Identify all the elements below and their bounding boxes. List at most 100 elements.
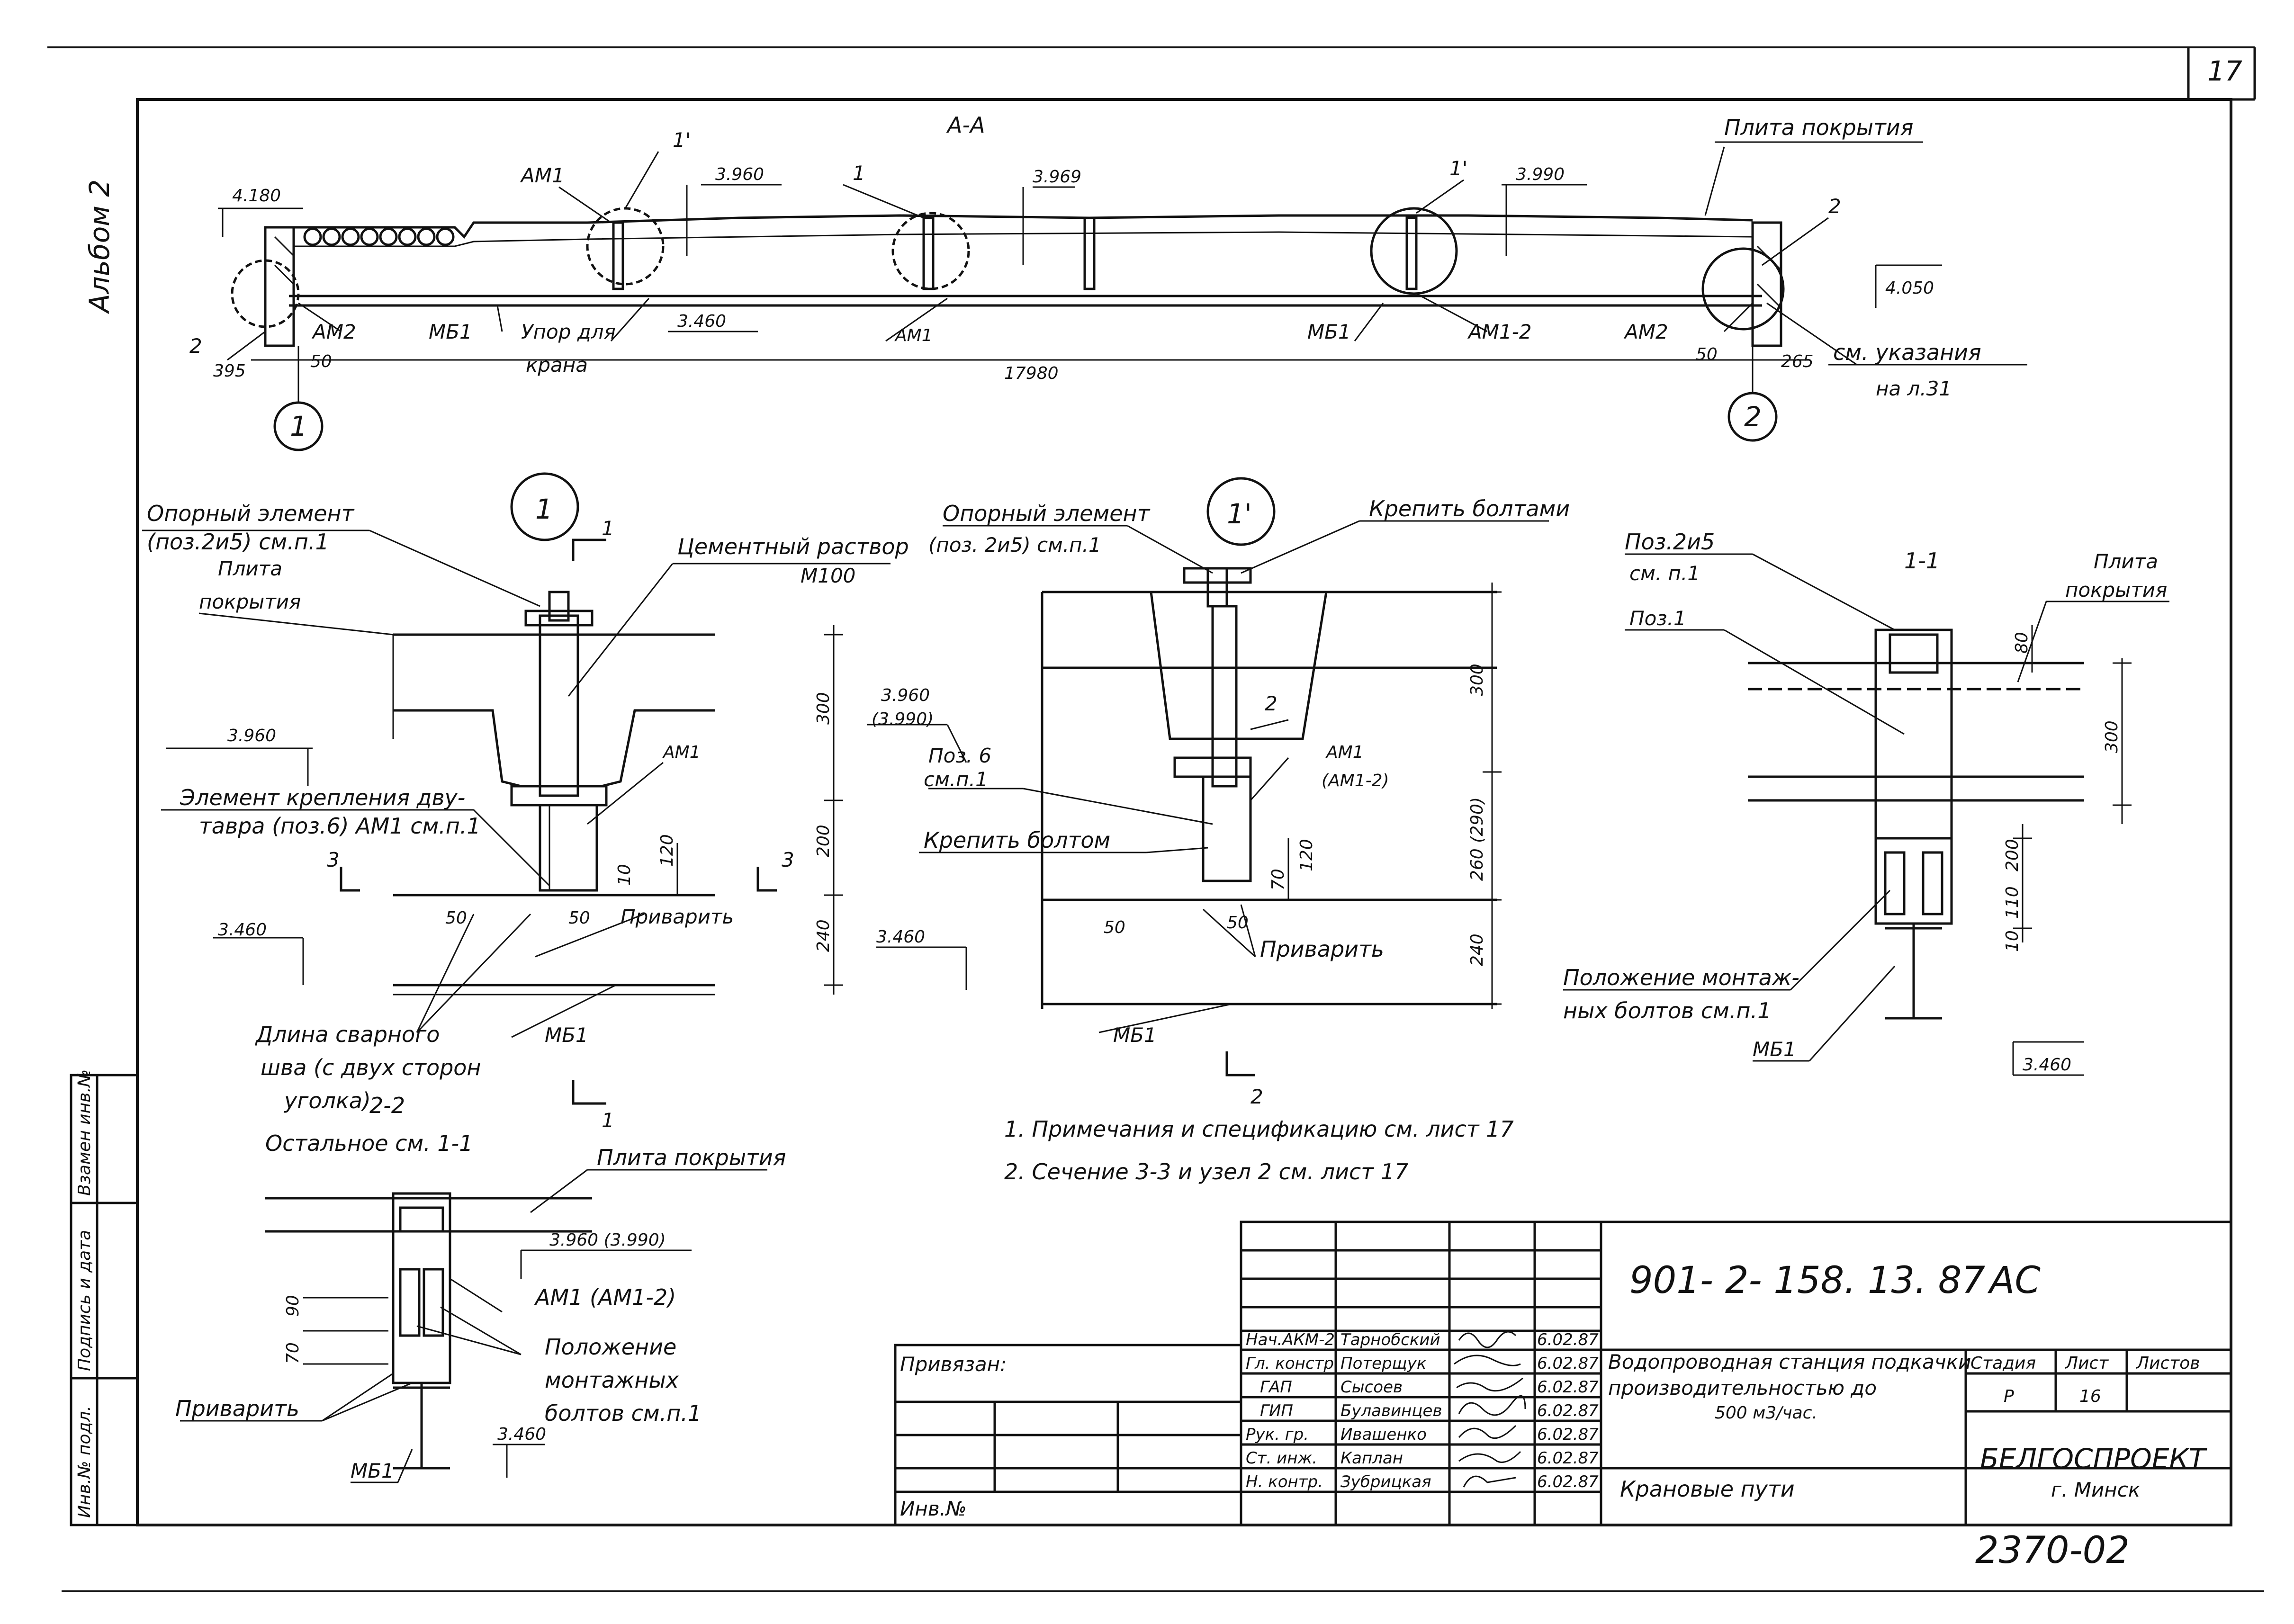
node1-cut-top: 1 [602,517,614,540]
s22-d90: 90 [283,1295,303,1317]
aa-e3460: 3.460 [677,312,726,331]
sign-date: 6.02.87 [1537,1425,1599,1444]
aa-d50: 50 [310,352,332,371]
node1p-d300: 300 [1467,664,1487,696]
node1p-id: 1' [1227,498,1252,530]
s11-d110: 110 [2003,886,2022,919]
section-1-1: 1-1 Поз.2и5 см. п.1 Поз.1 Плита покрытия… [1563,529,2169,1076]
node1-dlina-2: шва (с двух сторон [261,1055,481,1080]
sheet-number: 17 [2207,55,2242,87]
node1p-am12: (АМ1-2) [1322,771,1389,790]
s22-polozh-1: Положение [545,1334,676,1360]
node1-opor-2: (поз.2и5) см.п.1 [147,529,329,555]
s11-e3460: 3.460 [2023,1055,2071,1075]
s11-d300: 300 [2102,720,2122,753]
s11-title: 1-1 [1904,548,1940,574]
stamp-col-replace: Взамен инв.№ [75,1069,94,1196]
aa-am2-a: АМ2 [311,320,356,343]
node1-plita-2: покрытия [199,590,301,613]
s11-d80: 80 [2012,632,2032,654]
node1-d200: 200 [814,825,833,857]
aa-plita: Плита покрытия [1724,115,1913,140]
node1-cut-3a: 3 [327,848,340,871]
sign-date: 6.02.87 [1537,1354,1599,1373]
stamp-col-inv: Инв.№ подл. [75,1406,94,1518]
s22-polozh-3: болтов см.п.1 [545,1400,702,1426]
doc-code: 901- 2- 158. 13. 87 [1629,1259,1985,1302]
sign-role: ГАП [1260,1378,1292,1397]
aa-e3990: 3.990 [1516,165,1565,184]
node1-elem-2: тавра (поз.6) АМ1 см.п.1 [199,813,481,839]
aa-e3969: 3.969 [1033,167,1081,187]
node1-cut-bot: 1 [602,1109,614,1132]
aa-see-2: на л.31 [1876,377,1952,400]
aa-d395: 395 [213,361,246,381]
s11-mb1: МБ1 [1753,1038,1796,1061]
node1-opor-1: Опорный элемент [147,501,355,526]
s22-mb1: МБ1 [351,1459,394,1482]
node1-d240: 240 [814,919,833,952]
left-stamp-columns [70,1074,139,1526]
node1p-d70: 70 [1268,869,1288,890]
privyazan-inv: Инв.№ [900,1497,967,1520]
note-1: 1. Примечания и спецификацию см. лист 17 [1004,1116,1514,1142]
aa-upor-1: Упор для [521,320,616,343]
sign-role: Н. контр. [1246,1472,1323,1491]
s22-polozh-2: монтажных [545,1367,679,1393]
node1-cement-1: Цементный раствор [677,534,909,559]
project-name-3: 500 м3/час. [1715,1403,1817,1423]
node1-privarit: Приварить [621,905,734,928]
node1-e3460: 3.460 [218,920,267,940]
section-aa-title: А-А [946,112,985,138]
stadia-value: Р [2004,1387,2014,1406]
s22-e3460: 3.460 [497,1425,546,1444]
s11-poz25-2: см. п.1 [1629,562,1700,585]
privyazan-label: Привязан: [900,1353,1007,1376]
note-2: 2. Сечение 3-3 и узел 2 см. лист 17 [1004,1159,1408,1184]
s22-title: 2-2 [369,1093,405,1118]
aa-d50b: 50 [1696,345,1718,364]
sign-name: Зубрицкая [1340,1472,1431,1491]
s11-polozh-2: ных болтов см.п.1 [1563,998,1771,1023]
doc-mark: АС [1987,1259,2041,1302]
aa-mb1-a: МБ1 [429,320,472,343]
sheet-title: Крановые пути [1620,1476,1795,1502]
node1-cement-2: М100 [801,564,855,587]
s22-e3960: 3.960 (3.990) [549,1230,666,1250]
list-header: Лист [2064,1354,2109,1373]
s11-poz25-1: Поз.2и5 [1625,529,1715,555]
s22-privarit: Приварить [175,1396,299,1421]
org-name: БЕЛГОСПРОЕКТ [1980,1443,2208,1475]
node1-id: 1 [535,493,553,525]
s22-d70: 70 [283,1342,303,1364]
node1-mb1: МБ1 [545,1023,588,1047]
sign-date: 6.02.87 [1537,1472,1599,1491]
s22-subtitle: Остальное см. 1-1 [265,1131,473,1156]
node1-dlina-1: Длина сварного [255,1022,440,1047]
node1-d120: 120 [657,834,677,867]
list-value: 16 [2079,1387,2101,1406]
node1p-privarit: Приварить [1260,936,1384,962]
handwritten-signatures [1454,1331,1526,1488]
node1-d300: 300 [814,692,833,725]
node1-d10: 10 [615,864,634,886]
node1p-opor-2: (поз. 2и5) см.п.1 [928,533,1101,556]
node1p-e3960: 3.960 [881,686,930,705]
aa-am1-2: АМ1-2 [1467,320,1532,343]
node1-plita-1: Плита [218,557,282,580]
s22-am1: АМ1 (АМ1-2) [534,1284,676,1310]
node1p-d260: 260 (290) [1467,797,1487,881]
node1p-cut2: 2 [1250,1085,1263,1108]
sign-name: Булавинцев [1340,1401,1442,1420]
aa-am2-b: АМ2 [1623,320,1668,343]
aa-e3960: 3.960 [715,165,764,184]
s22-plita: Плита покрытия [597,1145,786,1170]
aa-e4180: 4.180 [232,186,281,206]
aa-n1p-b: 1' [1449,157,1467,180]
archive-stamp: Альбом 2 [83,179,116,314]
node1p-krepit-bolts: Крепить болтами [1369,496,1570,521]
node1p-d50b: 50 [1227,913,1249,933]
node-1: 1 1 1 3 3 Опорный элемент (поз.2и5) см.п… [142,472,909,1132]
